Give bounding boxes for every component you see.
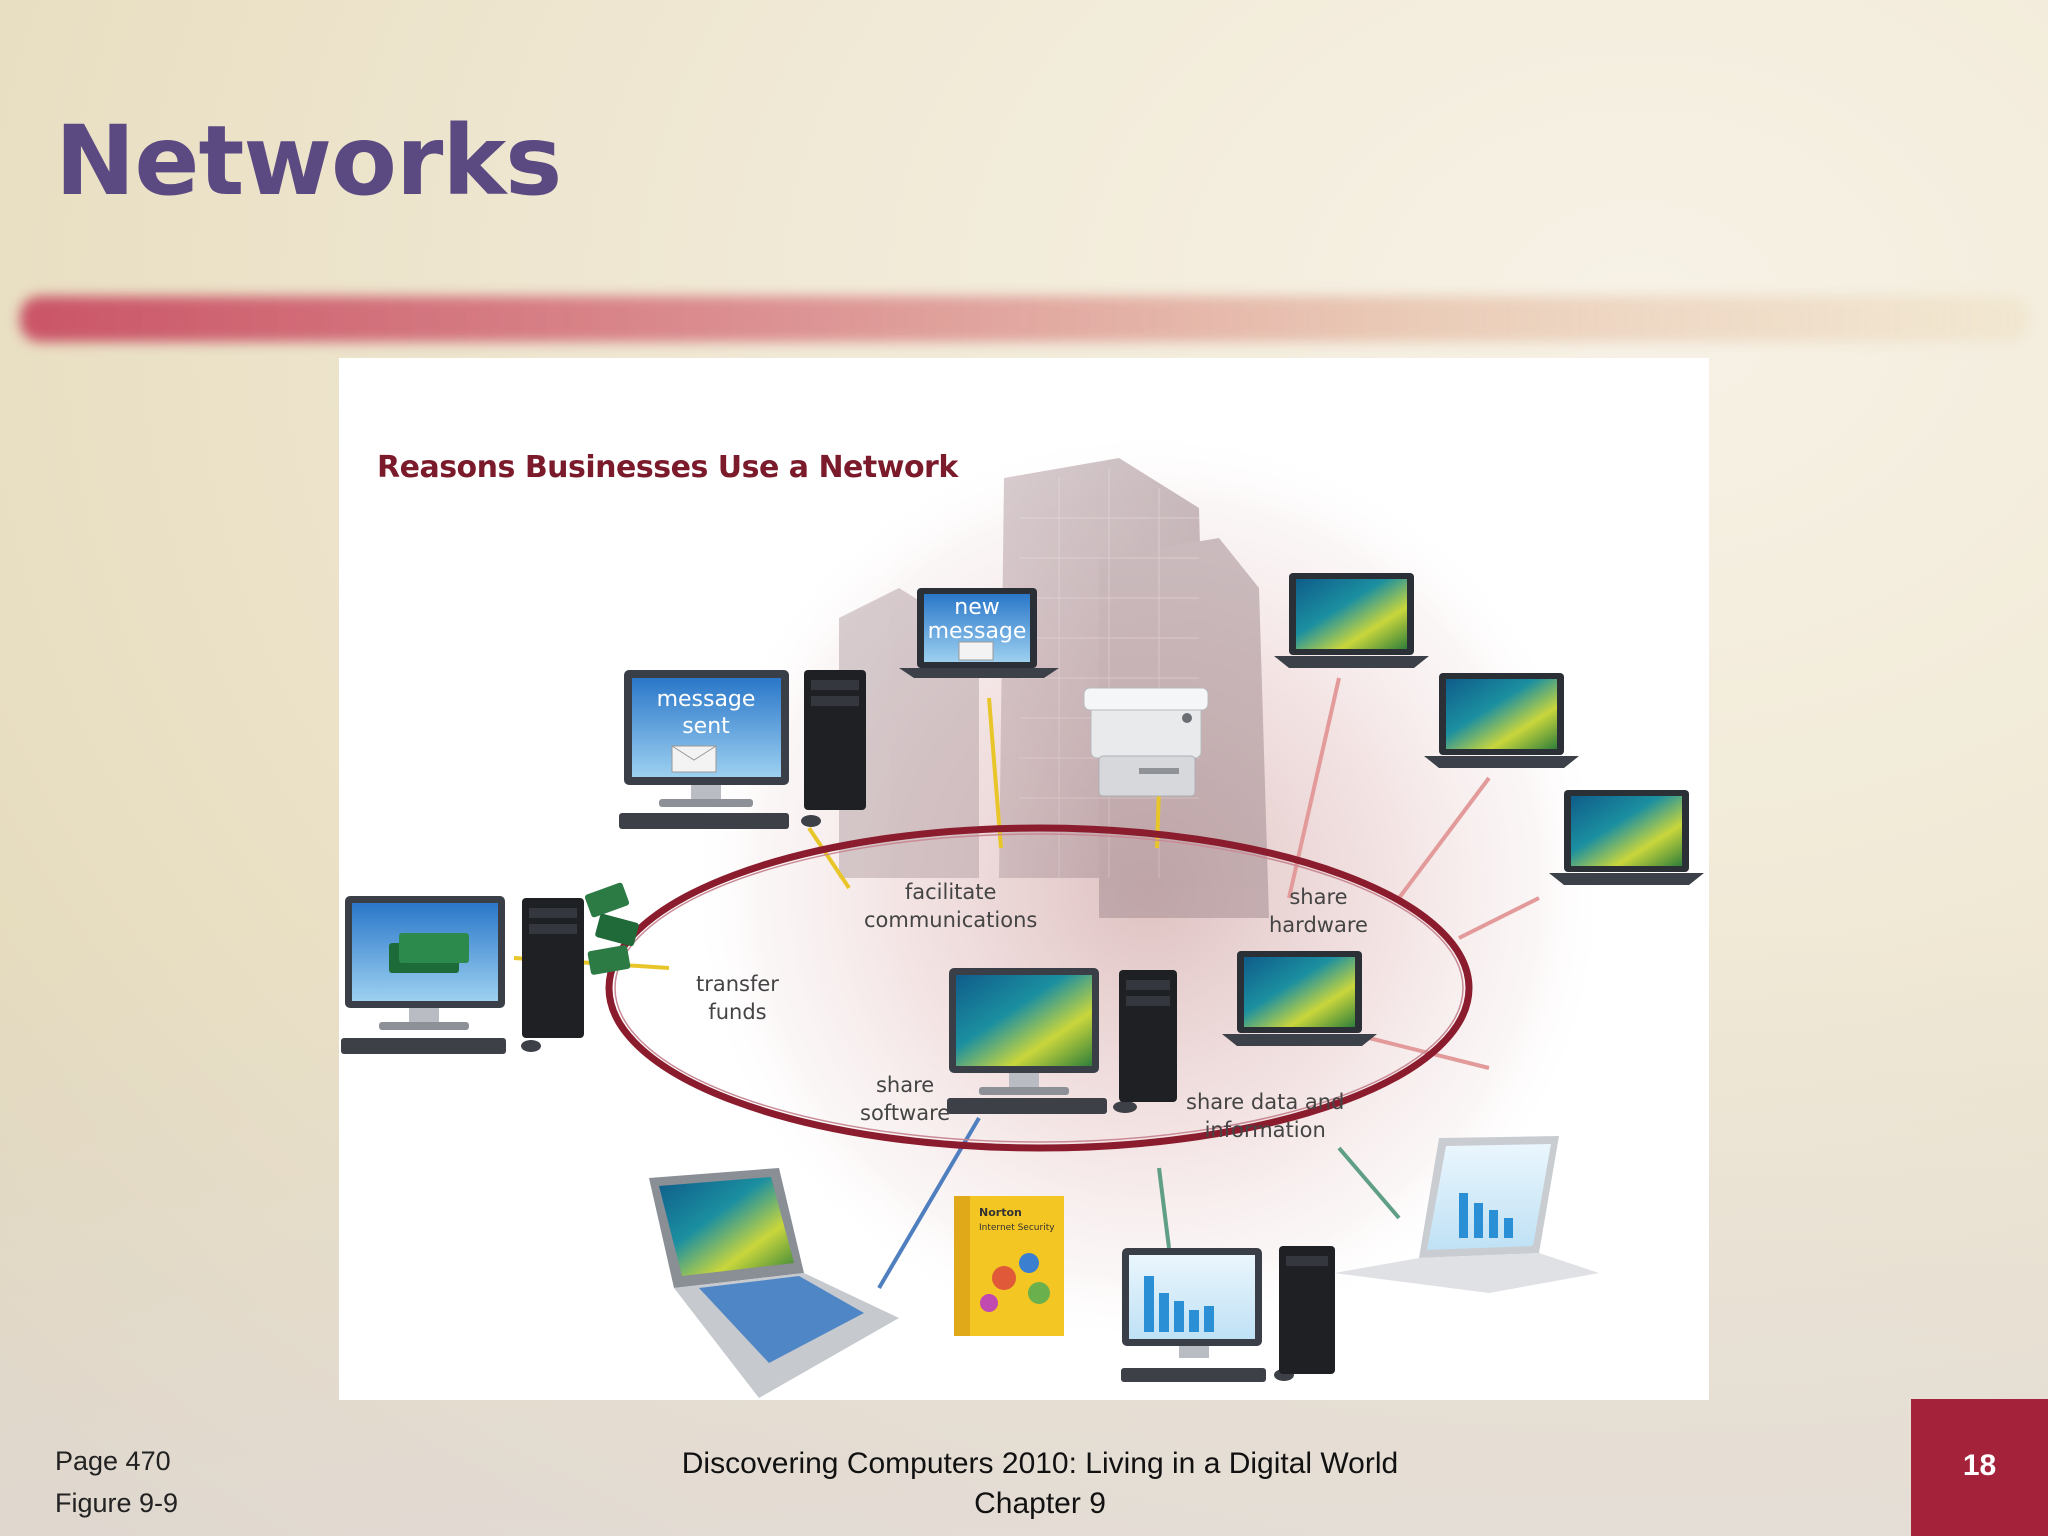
laptop-hardware-3 xyxy=(1549,790,1704,885)
network-figure: message sent new message xyxy=(339,358,1709,1400)
software-box-title: Norton xyxy=(979,1206,1022,1219)
screen-text-message: message xyxy=(657,687,756,712)
network-ring xyxy=(605,824,1473,1152)
laptop-hardware-2 xyxy=(1424,673,1579,768)
page-number: 18 xyxy=(1962,1449,1997,1482)
footer-figure: Figure 9-9 xyxy=(55,1488,179,1518)
label-facilitate-line2: communications xyxy=(864,908,1038,932)
desktop-transfer-funds xyxy=(341,882,639,1054)
screen-text-new: new xyxy=(954,595,999,620)
screen-text-message2: message xyxy=(928,619,1027,644)
desktop-chart xyxy=(1121,1246,1335,1382)
footer-course: Discovering Computers 2010: Living in a … xyxy=(640,1444,1440,1524)
desktop-center xyxy=(947,968,1177,1114)
footer-reference: Page 470 Figure 9-9 xyxy=(55,1440,178,1524)
norton-software-box: Norton Internet Security xyxy=(954,1196,1064,1336)
desktop-message-sent: message sent xyxy=(619,670,866,829)
laptop-share-data xyxy=(1222,951,1377,1046)
network-diagram: message sent new message xyxy=(341,428,1704,1398)
laptop-hardware-1 xyxy=(1274,573,1429,668)
footer-chapter: Chapter 9 xyxy=(974,1487,1106,1520)
label-facilitate-communications: facilitate communications xyxy=(864,878,1037,934)
slide-title: Networks xyxy=(55,105,562,217)
page-number-box: 18 xyxy=(1911,1399,2048,1536)
connection-lines xyxy=(513,677,1540,1290)
screen-text-sent: sent xyxy=(682,714,730,739)
footer-page: Page 470 xyxy=(55,1446,171,1476)
software-box-subtitle: Internet Security xyxy=(979,1223,1055,1233)
laptop-share-software xyxy=(649,1168,899,1398)
laptop-new-message: new message xyxy=(899,588,1059,678)
laptop-chart xyxy=(1334,1136,1599,1293)
title-divider-bar xyxy=(20,296,2030,342)
footer-book-title: Discovering Computers 2010: Living in a … xyxy=(681,1447,1399,1480)
label-facilitate-line1: facilitate xyxy=(904,880,997,904)
figure-title: Reasons Businesses Use a Network xyxy=(377,450,958,485)
printer xyxy=(1083,687,1209,797)
